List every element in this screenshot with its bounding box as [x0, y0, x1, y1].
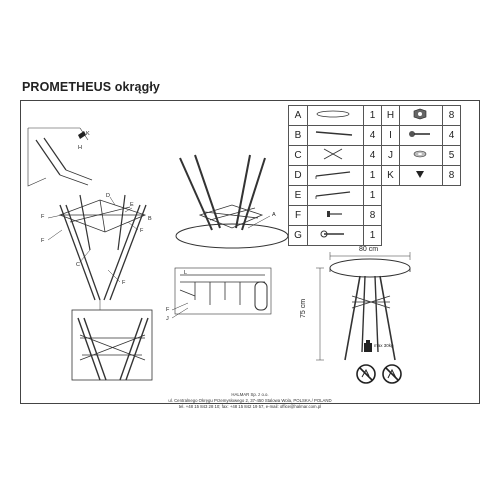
label-a: A — [272, 212, 276, 218]
label-f-bottom: F — [122, 280, 126, 286]
label-l: L — [184, 270, 188, 276]
part-letter: D — [288, 165, 308, 186]
cross-brace-icon — [307, 145, 364, 166]
part-qty: 1 — [363, 225, 382, 246]
label-d: D — [106, 193, 110, 199]
pad-icon — [399, 165, 443, 186]
page-title: PROMETHEUS okrągły — [22, 80, 160, 94]
part-letter: G — [288, 225, 308, 246]
part-qty-2: 5 — [442, 145, 461, 166]
label-f-detail: F — [166, 307, 170, 313]
label-k: K — [86, 131, 90, 137]
tabletop-assembly-drawing — [171, 154, 289, 319]
footer-company: HALMAR Sp. z o.o. — [231, 392, 269, 397]
part-qty: 4 — [363, 125, 382, 146]
label-b: B — [148, 216, 152, 222]
label-f-right: F — [140, 228, 144, 234]
weight-icon — [364, 340, 372, 352]
bolt-icon — [399, 125, 443, 146]
part-letter-2: H — [381, 105, 400, 126]
nut-icon — [399, 105, 443, 126]
tabletop-icon — [307, 105, 364, 126]
part-qty-2: 8 — [442, 165, 461, 186]
part-letter: B — [288, 125, 308, 146]
part-letter-2: J — [381, 145, 400, 166]
label-c: C — [76, 262, 80, 268]
leg-assembly-drawing — [27, 127, 153, 381]
metal-bar-icon — [307, 165, 364, 186]
part-qty-2: 4 — [442, 125, 461, 146]
footer-contact: tel. +48 15 843 28 10; fax: +48 15 842 1… — [178, 404, 322, 409]
leg-icon — [307, 125, 364, 146]
hex-key-icon — [307, 225, 364, 246]
instruction-frame — [20, 100, 480, 404]
finished-table-drawing — [316, 252, 411, 361]
width-dimension: 80 cm — [359, 246, 379, 253]
part-qty: 8 — [363, 205, 382, 226]
part-letter-2: K — [381, 165, 400, 186]
height-dimension: 75 cm — [300, 298, 307, 318]
no-sitting-icon — [382, 364, 402, 384]
part-qty: 1 — [363, 165, 382, 186]
label-e: E — [130, 202, 134, 208]
part-letter-2: I — [381, 125, 400, 146]
label-f-left-2: F — [41, 238, 45, 244]
no-standing-icon — [356, 364, 376, 384]
part-letter: E — [288, 185, 308, 206]
part-qty: 1 — [363, 185, 382, 206]
part-letter: A — [288, 105, 308, 126]
hammer-icon — [78, 131, 86, 139]
part-qty: 4 — [363, 145, 382, 166]
label-f-left: F — [41, 214, 45, 220]
part-qty-2: 8 — [442, 105, 461, 126]
part-qty: 1 — [363, 105, 382, 126]
max-load-label: max 30kg — [374, 343, 394, 348]
footer-address: ul. Centralnego Okręgu Przemysłowego 2, … — [168, 398, 332, 403]
washer-icon — [399, 145, 443, 166]
part-letter: F — [288, 205, 308, 226]
label-h: H — [78, 145, 82, 151]
screw-icon — [307, 205, 364, 226]
part-letter: C — [288, 145, 308, 166]
metal-bar-icon — [307, 185, 364, 206]
label-j: J — [166, 316, 169, 322]
